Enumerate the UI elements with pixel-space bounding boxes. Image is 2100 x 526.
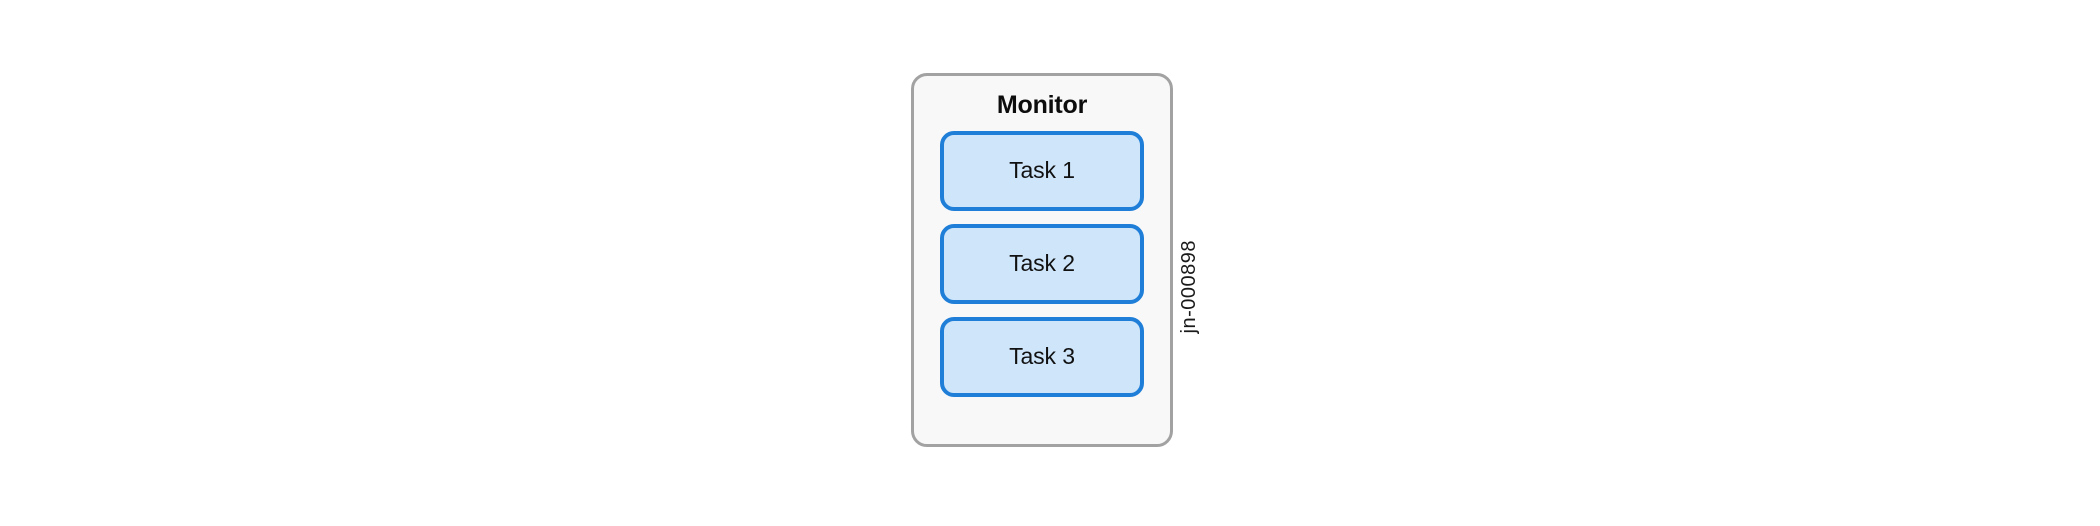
monitor-container: Monitor Task 1 Task 2 Task 3 [911,73,1173,447]
task-label: Task 3 [1009,343,1075,370]
watermark-label: jn-000898 [1178,240,1200,334]
task-list: Task 1 Task 2 Task 3 [914,131,1170,398]
task-label: Task 1 [1009,157,1075,184]
task-box-2[interactable]: Task 2 [940,224,1144,305]
monitor-title: Monitor [996,91,1088,119]
task-box-3[interactable]: Task 3 [940,317,1144,398]
task-box-1[interactable]: Task 1 [940,131,1144,212]
task-label: Task 2 [1009,250,1075,277]
